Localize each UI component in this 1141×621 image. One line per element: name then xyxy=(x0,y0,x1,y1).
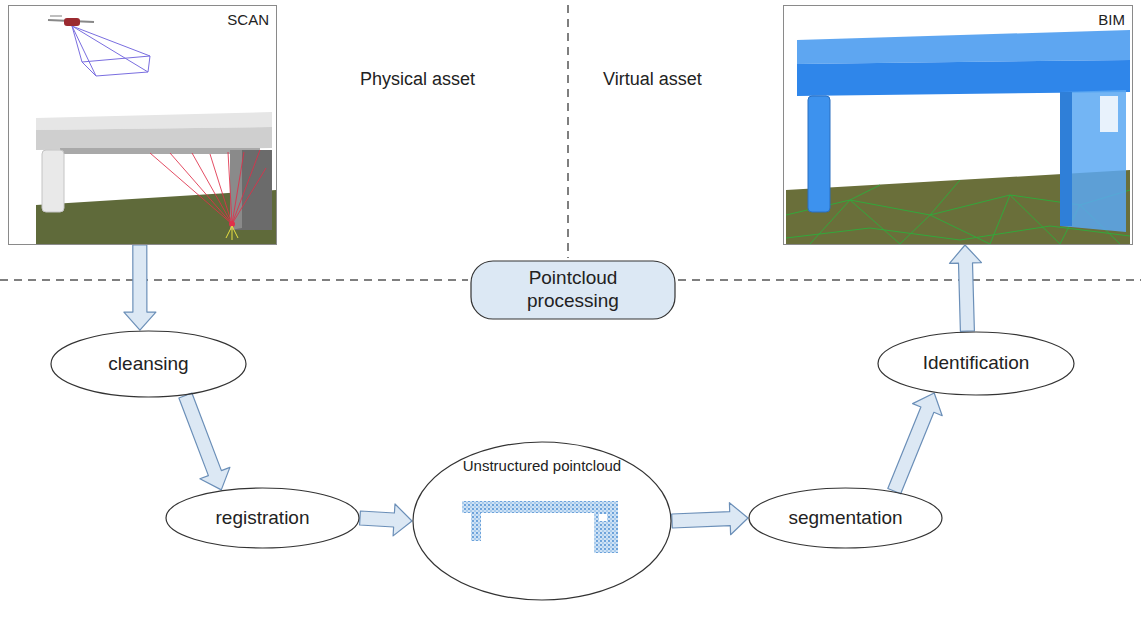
divider-line xyxy=(0,279,468,281)
process-box: Pointcloud processing xyxy=(470,260,676,320)
data-ellipse: Unstructured pointcloud xyxy=(412,441,672,601)
divider-line xyxy=(678,279,1141,281)
node-text: SCAN xyxy=(227,11,269,29)
block-arrow xyxy=(672,503,748,535)
node-text: Pointcloud processing xyxy=(508,267,638,313)
node-shape xyxy=(878,332,1074,395)
step-ellipse: segmentation xyxy=(748,487,943,549)
block-arrow xyxy=(888,393,942,494)
node-text: cleansing xyxy=(108,353,188,376)
node-text: registration xyxy=(216,507,310,530)
block-arrow xyxy=(179,393,230,490)
node-shape xyxy=(413,442,671,600)
node-text: segmentation xyxy=(788,507,902,530)
node-shape xyxy=(749,488,942,548)
node-outline xyxy=(8,5,277,245)
step-ellipse: cleansing xyxy=(50,330,247,398)
node-text: Identification xyxy=(923,352,1030,375)
node-text: Unstructured pointcloud xyxy=(463,457,621,475)
step-ellipse: registration xyxy=(165,487,360,549)
block-arrow xyxy=(950,245,982,331)
asset-label: Virtual asset xyxy=(603,69,702,90)
node-shape xyxy=(51,331,246,397)
block-arrow xyxy=(124,245,156,330)
node-shape xyxy=(9,6,277,245)
scan-illustration xyxy=(36,16,276,244)
scan-panel: SCAN xyxy=(8,5,277,245)
node-shape xyxy=(471,261,675,319)
pointcloud-image xyxy=(462,501,618,553)
bim-panel: BIM xyxy=(783,5,1133,245)
node-outline xyxy=(783,5,1133,245)
bim-illustration xyxy=(786,30,1130,244)
node-shape xyxy=(784,6,1133,245)
block-arrow xyxy=(360,504,412,536)
step-ellipse: Identification xyxy=(877,331,1075,396)
node-shape xyxy=(166,488,359,548)
asset-label: Physical asset xyxy=(360,69,475,90)
node-text: BIM xyxy=(1098,11,1125,29)
divider-line xyxy=(567,5,569,258)
